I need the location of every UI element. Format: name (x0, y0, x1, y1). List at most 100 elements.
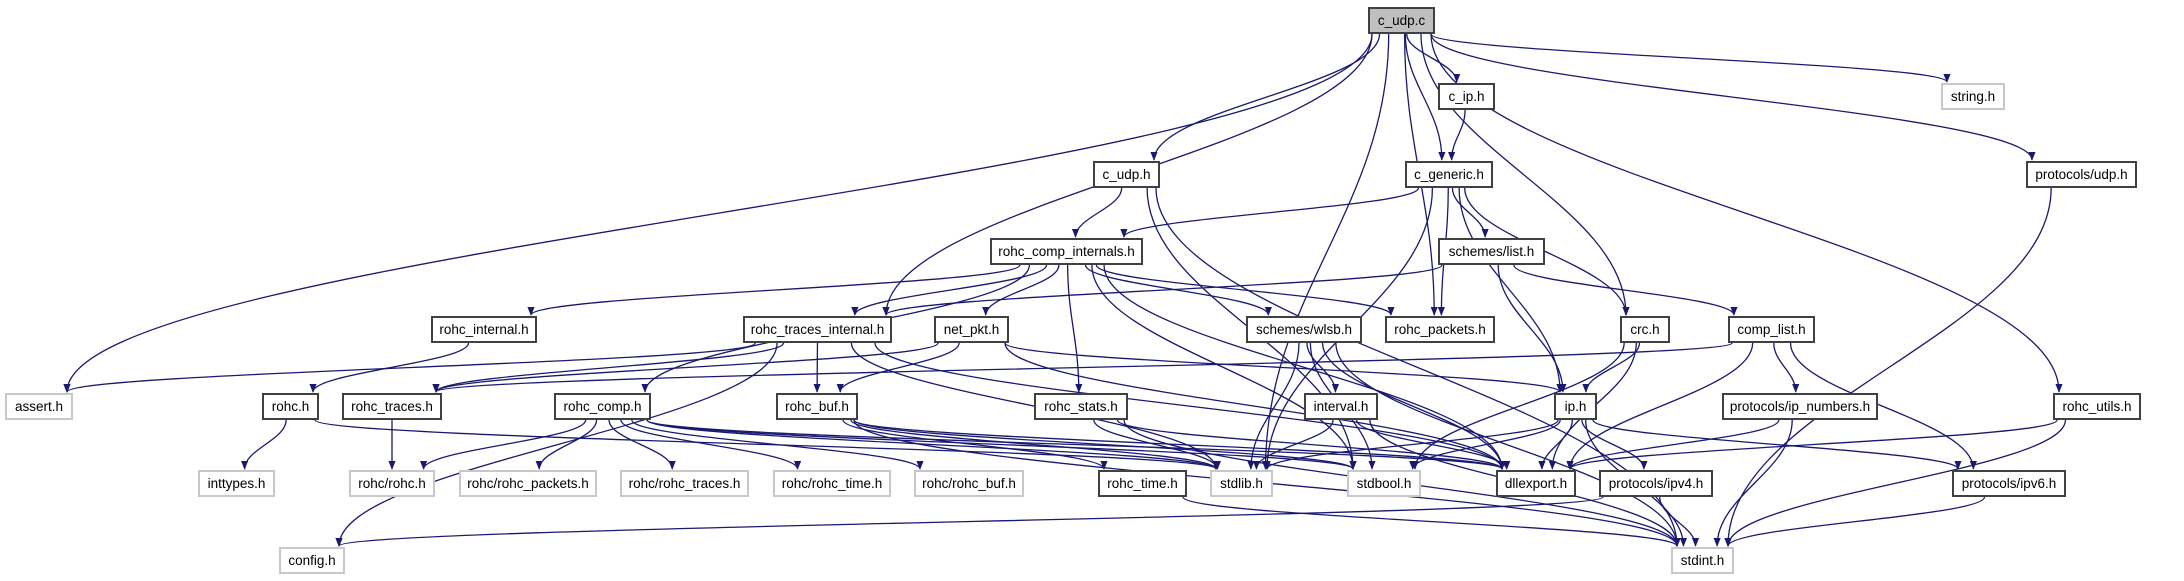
node-schemes-wlsb-h[interactable]: schemes/wlsb.h (1246, 316, 1362, 343)
node-rohc-internal-h[interactable]: rohc_internal.h (431, 316, 537, 343)
node-label: protocols/ip_numbers.h (1729, 399, 1871, 414)
node-rohc-stats-h[interactable]: rohc_stats.h (1034, 393, 1128, 420)
node-label: stdbool.h (1356, 476, 1412, 491)
edge-protocols-ip-numbers-h-to-stdint-h (1713, 419, 1793, 547)
node-crc-h[interactable]: crc.h (1620, 316, 1670, 343)
node-net-pkt-h[interactable]: net_pkt.h (934, 316, 1009, 343)
node-label: rohc_utils.h (2062, 399, 2132, 414)
edge-schemes-list-h-to-comp-list-h (1513, 264, 1738, 316)
node-rohc-buf-h[interactable]: rohc_buf.h (776, 393, 858, 420)
node-stdbool-h[interactable]: stdbool.h (1347, 470, 1421, 497)
node-label: rohc/rohc_buf.h (922, 476, 1016, 491)
node-protocols-udp-h[interactable]: protocols/udp.h (2026, 161, 2137, 188)
edge-c-udp-c-to-stdlib-h (1261, 33, 1390, 470)
node-rohc-time-h[interactable]: rohc_time.h (1098, 470, 1187, 497)
node-inttypes-h[interactable]: inttypes.h (198, 470, 275, 497)
node-label: stdint.h (1680, 553, 1725, 568)
node-comp-list-h[interactable]: comp_list.h (1728, 316, 1815, 343)
node-label: c_udp.c (1377, 13, 1426, 28)
node-label: ip.h (1564, 399, 1587, 414)
node-label: comp_list.h (1737, 322, 1806, 337)
node-label: rohc/rohc_packets.h (467, 476, 589, 491)
edge-rohc-comp-internals-h-to-stdbool-h (1091, 264, 1357, 470)
edge-rohc-buf-h-to-stdlib-h (850, 419, 1220, 470)
node-stdlib-h[interactable]: stdlib.h (1210, 470, 1273, 497)
edge-rohc-comp-h-to-rohc-rohc-traces-h (608, 419, 676, 470)
node-c-udp-h[interactable]: c_udp.h (1093, 161, 1160, 188)
node-label: rohc_buf.h (785, 399, 849, 414)
node-ip-h[interactable]: ip.h (1554, 393, 1597, 420)
node-rohc-rohc-buf-h[interactable]: rohc/rohc_buf.h (914, 470, 1024, 497)
node-protocols-ipv4-h[interactable]: protocols/ipv4.h (1599, 470, 1713, 497)
node-label: c_generic.h (1414, 167, 1484, 182)
edge-protocols-ip-numbers-h-to-dllexport-h (1566, 419, 1780, 470)
node-schemes-list-h[interactable]: schemes/list.h (1438, 238, 1545, 265)
edge-schemes-wlsb-h-to-stdlib-h (1247, 342, 1300, 470)
edge-ip-h-to-stdlib-h (1263, 419, 1559, 470)
node-protocols-ip-numbers-h[interactable]: protocols/ip_numbers.h (1722, 393, 1878, 420)
edge-rohc-buf-h-to-dllexport-h (853, 419, 1506, 470)
node-label: rohc.h (271, 399, 310, 414)
node-protocols-ipv6-h[interactable]: protocols/ipv6.h (1952, 470, 2066, 497)
node-label: schemes/list.h (1448, 244, 1535, 259)
node-label: protocols/udp.h (2035, 167, 2128, 182)
edge-c-generic-h-to-rohc-comp-internals-h (1120, 187, 1420, 238)
node-c-udp-c[interactable]: c_udp.c (1368, 7, 1435, 34)
edge-interval-h-to-dllexport-h (1355, 419, 1511, 470)
edge-rohc-comp-h-to-stdlib-h (646, 419, 1220, 470)
node-config-h[interactable]: config.h (279, 547, 345, 574)
node-c-generic-h[interactable]: c_generic.h (1405, 161, 1493, 188)
node-rohc-rohc-time-h[interactable]: rohc/rohc_time.h (773, 470, 891, 497)
node-label: rohc_traces.h (351, 399, 433, 414)
node-rohc-rohc-packets-h[interactable]: rohc/rohc_packets.h (459, 470, 597, 497)
node-rohc-traces-h[interactable]: rohc_traces.h (342, 393, 442, 420)
edge-interval-h-to-stdlib-h (1252, 419, 1334, 470)
edge-net-pkt-h-to-rohc-traces-h (432, 342, 939, 393)
edge-rohc-traces-internal-h-to-rohc-traces-h (432, 342, 785, 393)
edge-rohc-stats-h-to-dllexport-h (1116, 419, 1506, 470)
node-interval-h[interactable]: interval.h (1304, 393, 1378, 420)
edge-protocols-ipv4-h-to-config-h (335, 496, 1604, 547)
node-stdint-h[interactable]: stdint.h (1671, 547, 1734, 574)
node-rohc-traces-internal-h[interactable]: rohc_traces_internal.h (743, 316, 892, 343)
node-rohc-comp-h[interactable]: rohc_comp.h (554, 393, 651, 420)
edge-comp-list-h-to-rohc-traces-h (432, 342, 1733, 393)
node-label: rohc/rohc_traces.h (628, 476, 741, 491)
node-assert-h[interactable]: assert.h (5, 393, 73, 420)
edge-rohc-buf-h-to-stdbool-h (853, 419, 1357, 470)
node-label: crc.h (1630, 322, 1660, 337)
edge-rohc-utils-h-to-dllexport-h (1566, 419, 2058, 470)
node-rohc-packets-h[interactable]: rohc_packets.h (1385, 316, 1495, 343)
node-label: interval.h (1313, 399, 1369, 414)
edge-rohc-comp-internals-h-to-rohc-packets-h (1095, 264, 1395, 316)
node-label: rohc_time.h (1107, 476, 1178, 491)
edge-c-udp-c-to-crc-h (1420, 33, 1630, 316)
node-rohc-comp-internals-h[interactable]: rohc_comp_internals.h (990, 238, 1143, 265)
edge-rohc-h-to-inttypes-h (241, 419, 287, 470)
edge-rohc-comp-internals-h-to-rohc-stats-h (1067, 264, 1083, 393)
node-rohc-utils-h[interactable]: rohc_utils.h (2053, 393, 2141, 420)
edge-rohc-comp-internals-h-to-schemes-wlsb-h (1084, 264, 1272, 316)
edge-comp-list-h-to-dllexport-h (1566, 342, 1754, 470)
edge-rohc-comp-h-to-dllexport-h (646, 419, 1506, 470)
node-string-h[interactable]: string.h (1941, 83, 2005, 110)
node-label: config.h (288, 553, 336, 568)
node-rohc-rohc-traces-h[interactable]: rohc/rohc_traces.h (620, 470, 749, 497)
edge-schemes-list-h-to-rohc-traces-internal-h (882, 264, 1443, 316)
edge-rohc-comp-internals-h-to-rohc-traces-internal-h (851, 264, 1048, 316)
edge-rohc-traces-internal-h-to-assert-h (63, 342, 756, 393)
node-rohc-h[interactable]: rohc.h (262, 393, 319, 420)
node-label: rohc/rohc_time.h (781, 476, 883, 491)
node-dllexport-h[interactable]: dllexport.h (1496, 470, 1576, 497)
node-rohc-rohc-h[interactable]: rohc/rohc.h (349, 470, 435, 497)
edge-rohc-comp-h-to-rohc-rohc-time-h (620, 419, 802, 470)
edge-protocols-ipv4-h-to-stdint-h (1659, 496, 1700, 547)
node-label: rohc_packets.h (1394, 322, 1486, 337)
edge-c-generic-h-to-schemes-list-h (1451, 187, 1489, 238)
node-c-ip-h[interactable]: c_ip.h (1438, 83, 1495, 110)
edge-rohc-time-h-to-stdint-h (1182, 496, 1681, 547)
edge-rohc-comp-internals-h-to-rohc-internal-h (527, 264, 1021, 316)
edge-schemes-wlsb-h-to-stdint-h (1335, 342, 1681, 547)
node-label: rohc_internal.h (439, 322, 529, 337)
